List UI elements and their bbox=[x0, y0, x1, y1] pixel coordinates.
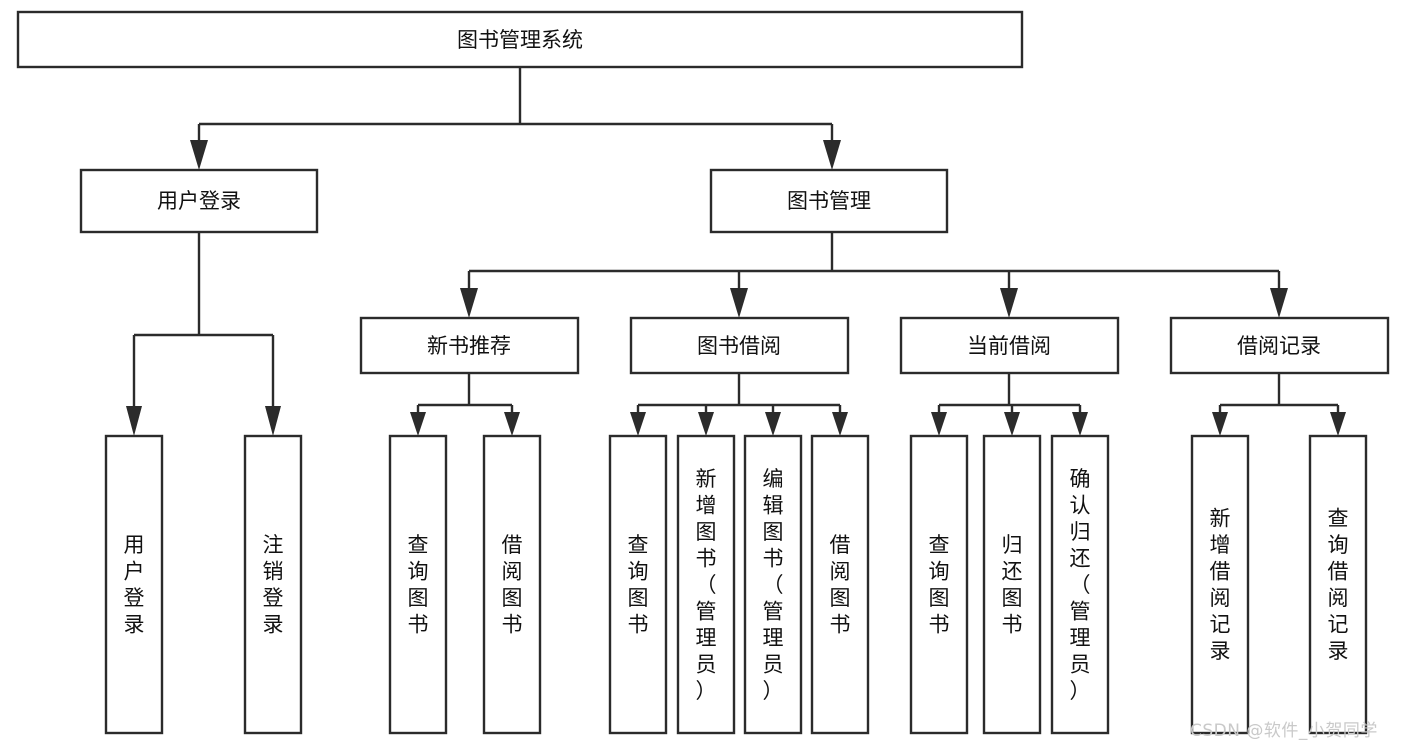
leaf-node[interactable]: 确认归还（管理员） bbox=[1050, 434, 1110, 735]
leaf-node-label: 用户登录 bbox=[124, 533, 145, 637]
node-box-current-borrow[interactable] bbox=[899, 316, 1120, 375]
connector-group-root bbox=[190, 67, 841, 170]
node-box-book-manage[interactable] bbox=[709, 168, 949, 234]
connector-group-current-borrow bbox=[931, 373, 1088, 436]
arrow-head-icon bbox=[1000, 288, 1018, 318]
leaf-node-label: 新增图书（管理员） bbox=[696, 467, 717, 703]
leaf-node-box[interactable] bbox=[482, 434, 542, 735]
node-current-borrow[interactable]: 当前借阅 bbox=[899, 316, 1120, 375]
leaf-node-label: 确认归还（管理员） bbox=[1070, 467, 1091, 703]
leaf-node-box[interactable] bbox=[1308, 434, 1368, 735]
leaf-node-box[interactable] bbox=[909, 434, 969, 735]
arrow-head-icon bbox=[190, 140, 208, 170]
connector-group-user-login bbox=[126, 232, 281, 436]
leaf-node-box[interactable] bbox=[104, 434, 164, 735]
leaf-node-label: 新增借阅记录 bbox=[1210, 507, 1231, 664]
leaf-node[interactable]: 借阅图书 bbox=[810, 434, 870, 735]
leaf-node-box[interactable] bbox=[1190, 434, 1250, 735]
leaf-node[interactable]: 新增借阅记录 bbox=[1190, 434, 1250, 735]
node-label-book-borrow: 图书借阅 bbox=[697, 334, 781, 358]
arrow-head-icon bbox=[265, 406, 281, 436]
leaf-node-label: 归还图书 bbox=[1002, 533, 1023, 637]
node-borrow-record[interactable]: 借阅记录 bbox=[1169, 316, 1390, 375]
node-label-borrow-record: 借阅记录 bbox=[1237, 334, 1321, 358]
node-label-current-borrow: 当前借阅 bbox=[967, 334, 1051, 358]
arrow-head-icon bbox=[931, 412, 947, 436]
leaf-node-box[interactable] bbox=[982, 434, 1042, 735]
node-box-new-book-recommend[interactable] bbox=[359, 316, 580, 375]
arrow-head-icon bbox=[1004, 412, 1020, 436]
arrow-head-icon bbox=[504, 412, 520, 436]
node-root-system[interactable]: 图书管理系统 bbox=[16, 10, 1024, 69]
leaf-node-box[interactable] bbox=[608, 434, 668, 735]
leaf-node[interactable]: 借阅图书 bbox=[482, 434, 542, 735]
leaf-node-box[interactable] bbox=[1050, 434, 1110, 735]
node-new-book-recommend[interactable]: 新书推荐 bbox=[359, 316, 580, 375]
node-label-user-login: 用户登录 bbox=[157, 189, 241, 213]
leaf-node[interactable]: 查询借阅记录 bbox=[1308, 434, 1368, 735]
node-label-new-book-recommend: 新书推荐 bbox=[427, 334, 511, 358]
arrow-head-icon bbox=[765, 412, 781, 436]
leaf-node[interactable]: 用户登录 bbox=[104, 434, 164, 735]
arrow-head-icon bbox=[698, 412, 714, 436]
node-box-root[interactable] bbox=[16, 10, 1024, 69]
node-book-borrow[interactable]: 图书借阅 bbox=[629, 316, 850, 375]
connector-group-book-manage bbox=[460, 232, 1288, 318]
arrow-head-icon bbox=[460, 288, 478, 318]
arrow-head-icon bbox=[410, 412, 426, 436]
leaf-node-label: 查询图书 bbox=[408, 533, 429, 637]
leaf-node-label: 借阅图书 bbox=[502, 533, 523, 637]
leaf-node-label: 借阅图书 bbox=[830, 533, 851, 637]
leaf-node-box[interactable] bbox=[676, 434, 736, 735]
arrow-head-icon bbox=[1072, 412, 1088, 436]
leaf-node[interactable]: 归还图书 bbox=[982, 434, 1042, 735]
arrow-head-icon bbox=[1330, 412, 1346, 436]
leaf-node[interactable]: 新增图书（管理员） bbox=[676, 434, 736, 735]
connector-group-new-book-rec bbox=[410, 373, 520, 436]
leaf-node-label: 查询图书 bbox=[628, 533, 649, 637]
leaf-node[interactable]: 查询图书 bbox=[388, 434, 448, 735]
leaf-node[interactable]: 编辑图书（管理员） bbox=[743, 434, 803, 735]
node-label-book-manage: 图书管理 bbox=[787, 189, 871, 213]
node-label-root: 图书管理系统 bbox=[457, 28, 583, 52]
leaf-node-box[interactable] bbox=[743, 434, 803, 735]
leaf-node-box[interactable] bbox=[388, 434, 448, 735]
leaf-node-label: 编辑图书（管理员） bbox=[763, 467, 784, 703]
leaf-node[interactable]: 查询图书 bbox=[909, 434, 969, 735]
arrow-head-icon bbox=[630, 412, 646, 436]
node-box-user-login[interactable] bbox=[79, 168, 319, 234]
arrow-head-icon bbox=[730, 288, 748, 318]
node-box-book-borrow[interactable] bbox=[629, 316, 850, 375]
leaf-node[interactable]: 注销登录 bbox=[243, 434, 303, 735]
arrow-head-icon bbox=[832, 412, 848, 436]
leaf-node-box[interactable] bbox=[243, 434, 303, 735]
arrow-head-icon bbox=[823, 140, 841, 170]
node-box-borrow-record[interactable] bbox=[1169, 316, 1390, 375]
arrow-head-icon bbox=[1270, 288, 1288, 318]
leaf-node-label: 查询图书 bbox=[929, 533, 950, 637]
leaf-node[interactable]: 查询图书 bbox=[608, 434, 668, 735]
leaf-node-box[interactable] bbox=[810, 434, 870, 735]
leaf-node-label: 注销登录 bbox=[263, 533, 284, 637]
node-book-manage[interactable]: 图书管理 bbox=[709, 168, 949, 234]
node-user-login[interactable]: 用户登录 bbox=[79, 168, 319, 234]
leaf-node-layer: 用户登录 注销登录 查询图书 借阅图书 查询图书 新增图书（管理员） 编辑图书（管理员） 借阅… bbox=[104, 434, 1368, 735]
connector-group-book-borrow bbox=[630, 373, 848, 436]
arrow-head-icon bbox=[1212, 412, 1228, 436]
leaf-node-label: 查询借阅记录 bbox=[1328, 507, 1349, 664]
arrow-head-icon bbox=[126, 406, 142, 436]
connector-group-borrow-record bbox=[1212, 373, 1346, 436]
